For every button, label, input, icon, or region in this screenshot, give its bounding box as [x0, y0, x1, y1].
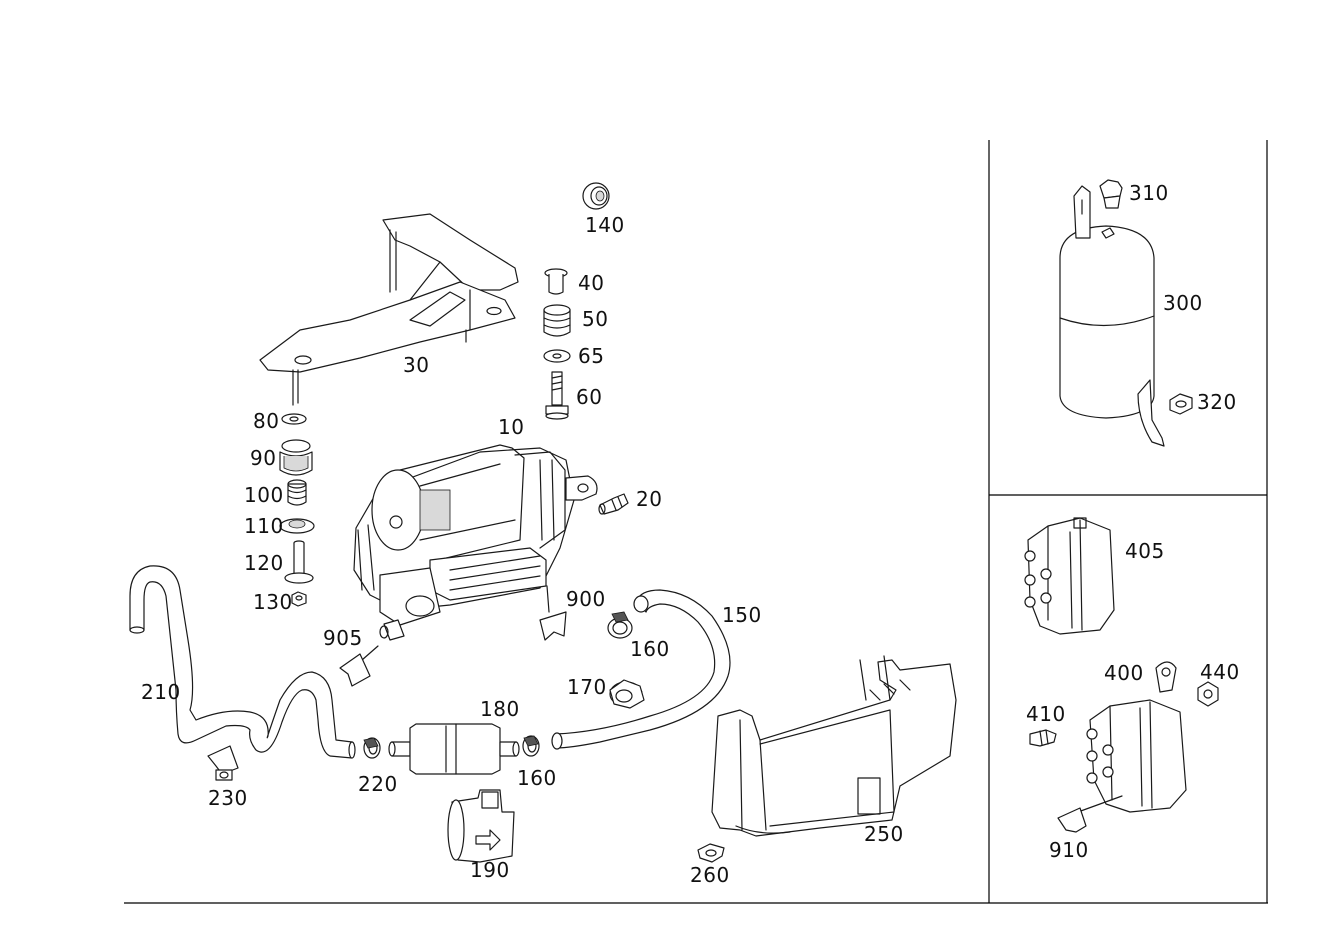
callout-120: 120 [244, 551, 284, 575]
callout-260: 260 [690, 863, 730, 887]
bushing-part-50 [543, 304, 571, 337]
callout-900: 900 [566, 587, 606, 611]
callout-65: 65 [578, 344, 604, 368]
fitting-part-20 [598, 493, 629, 515]
callout-160-lower: 160 [517, 766, 557, 790]
callout-180: 180 [480, 697, 520, 721]
callout-210: 210 [141, 680, 181, 704]
callout-30: 30 [403, 353, 429, 377]
cap-part-140 [582, 182, 610, 210]
clamp-part-220 [363, 737, 381, 759]
callout-130: 130 [253, 590, 293, 614]
callout-140: 140 [585, 213, 625, 237]
callout-160-upper: 160 [630, 637, 670, 661]
callout-410: 410 [1026, 702, 1066, 726]
bracket-part-230 [207, 745, 239, 781]
clamp-part-160-upper [607, 611, 633, 639]
callout-80: 80 [253, 409, 279, 433]
label-part-900 [539, 585, 567, 641]
reservoir-part-300 [1059, 185, 1165, 447]
callout-220: 220 [358, 772, 398, 796]
diagram-frame [124, 140, 1268, 904]
hose-part-150 [551, 589, 731, 750]
label-part-905 [339, 645, 379, 687]
washer-part-110 [279, 518, 315, 534]
callout-300: 300 [1163, 291, 1203, 315]
compressor-part-10 [353, 444, 598, 641]
callout-250: 250 [864, 822, 904, 846]
callout-90: 90 [250, 446, 276, 470]
callout-400: 400 [1104, 661, 1144, 685]
callout-170: 170 [567, 675, 607, 699]
washer-part-65 [543, 349, 571, 363]
callout-230: 230 [208, 786, 248, 810]
clip-part-260 [697, 843, 725, 863]
bolt-part-60 [545, 371, 569, 420]
callout-405: 405 [1125, 539, 1165, 563]
nut-part-130 [291, 591, 307, 607]
bracket-part-30 [259, 213, 519, 406]
callout-100: 100 [244, 483, 284, 507]
sleeve-part-40 [544, 268, 568, 295]
hose-part-210 [129, 565, 356, 759]
callout-40: 40 [578, 271, 604, 295]
callout-440: 440 [1200, 660, 1240, 684]
callout-50: 50 [582, 307, 608, 331]
callout-310: 310 [1129, 181, 1169, 205]
nut-part-320 [1169, 393, 1193, 415]
callout-110: 110 [244, 514, 284, 538]
label-part-910 [1057, 795, 1123, 833]
nut-part-440 [1197, 681, 1219, 707]
housing-part-190 [447, 789, 515, 863]
callout-10: 10 [498, 415, 524, 439]
callout-60: 60 [576, 385, 602, 409]
washer-part-80 [281, 413, 307, 425]
spring-part-100 [287, 479, 307, 506]
clamp-part-170 [609, 679, 645, 709]
clamp-part-160-lower [522, 735, 540, 757]
callout-150: 150 [722, 603, 762, 627]
valve-block-part-405 [1024, 517, 1115, 635]
pin-part-120 [284, 540, 314, 584]
fitting-part-310 [1099, 179, 1123, 209]
callout-905: 905 [323, 626, 363, 650]
callout-20: 20 [636, 487, 662, 511]
callout-320: 320 [1197, 390, 1237, 414]
valve-block-part-400 [1086, 661, 1187, 813]
fitting-part-410 [1029, 729, 1057, 747]
callout-910: 910 [1049, 838, 1089, 862]
cover-part-250 [711, 655, 957, 837]
callout-190: 190 [470, 858, 510, 882]
mount-part-90 [279, 439, 313, 476]
filter-part-180 [388, 723, 520, 775]
